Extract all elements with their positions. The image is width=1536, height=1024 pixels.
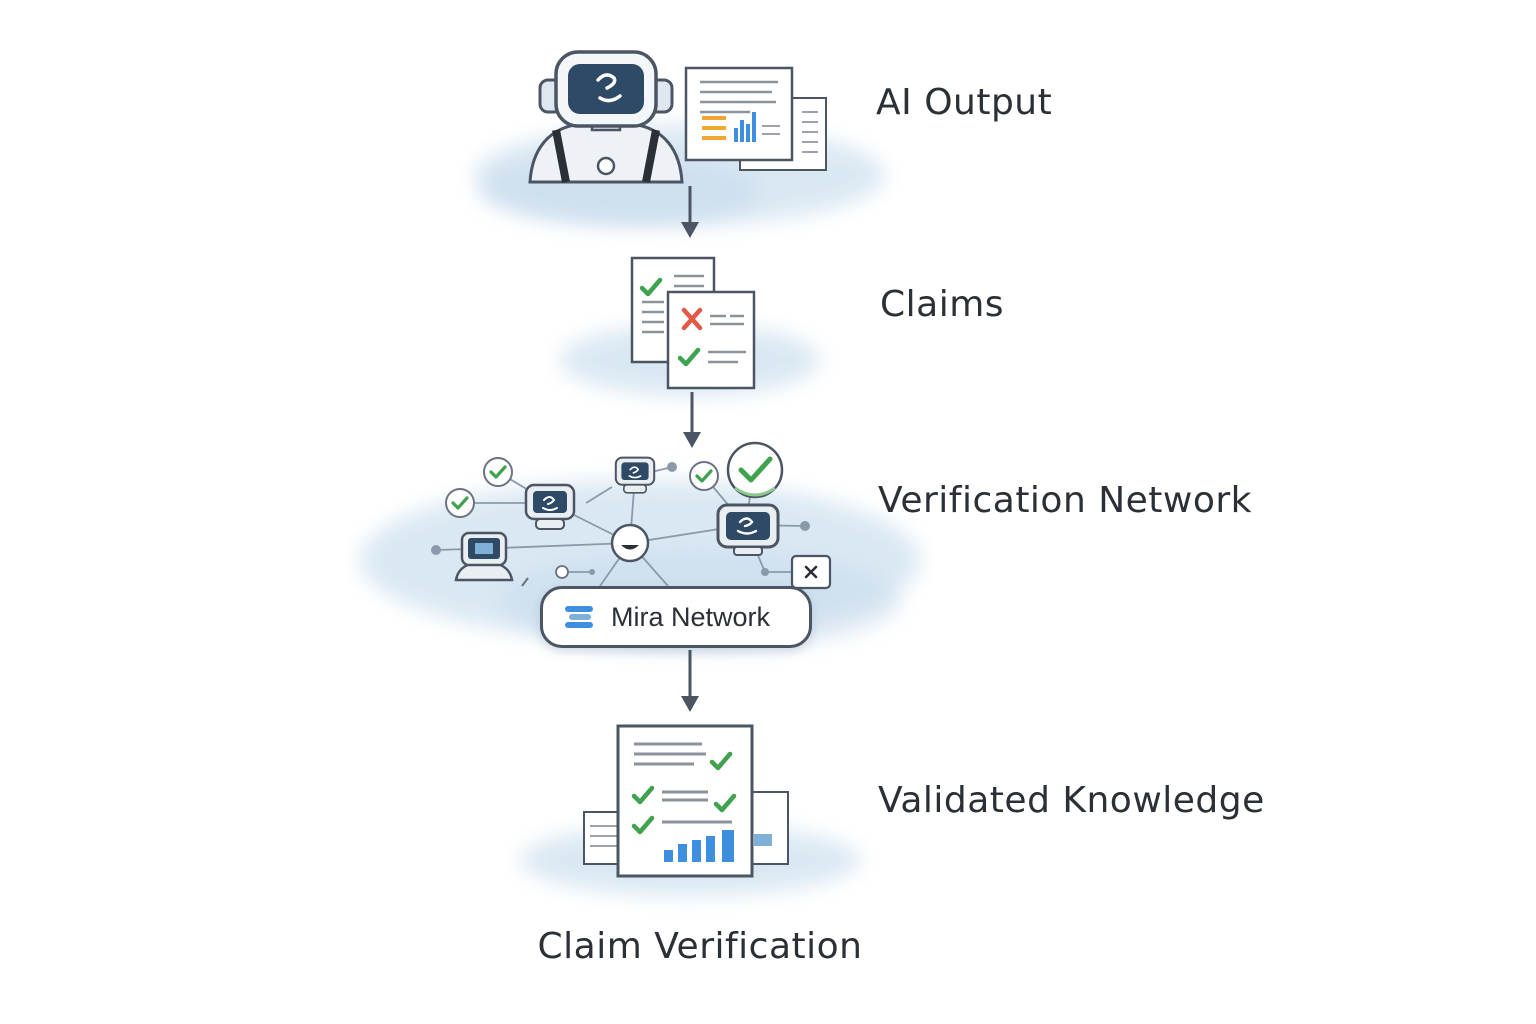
stage-label-validated-knowledge: Validated Knowledge (878, 780, 1265, 821)
mira-network-label: Mira Network (611, 601, 771, 632)
reject-box-icon (790, 554, 832, 590)
cross-icon (681, 307, 703, 331)
check-icon (726, 441, 784, 499)
stage-label-claims: Claims (880, 284, 1005, 325)
document-icon (684, 66, 827, 171)
document-icon (616, 724, 754, 878)
network-node-icon (431, 462, 810, 576)
claims-illustration (560, 256, 820, 396)
network-hub-icon (610, 523, 650, 563)
flow-arrow (683, 392, 701, 448)
ai-output-illustration (475, 50, 885, 225)
bar-chart-icon (664, 830, 734, 862)
validated-knowledge-illustration (520, 724, 860, 896)
diagram-caption: Claim Verification (0, 926, 1400, 967)
stage-label-ai-output: AI Output (876, 82, 1053, 123)
robot-icon (716, 503, 780, 556)
robot-icon (454, 531, 514, 582)
flow-arrow (681, 186, 699, 238)
mira-network-badge: Mira Network (540, 586, 812, 648)
stage-label-verification-network: Verification Network (878, 480, 1253, 521)
mira-logo-icon (565, 606, 593, 628)
caption-text: Claim Verification (537, 926, 863, 967)
flow-arrow (681, 650, 699, 712)
document-icon (666, 290, 756, 390)
bar-chart-icon (734, 112, 756, 142)
robot-icon (528, 50, 684, 184)
